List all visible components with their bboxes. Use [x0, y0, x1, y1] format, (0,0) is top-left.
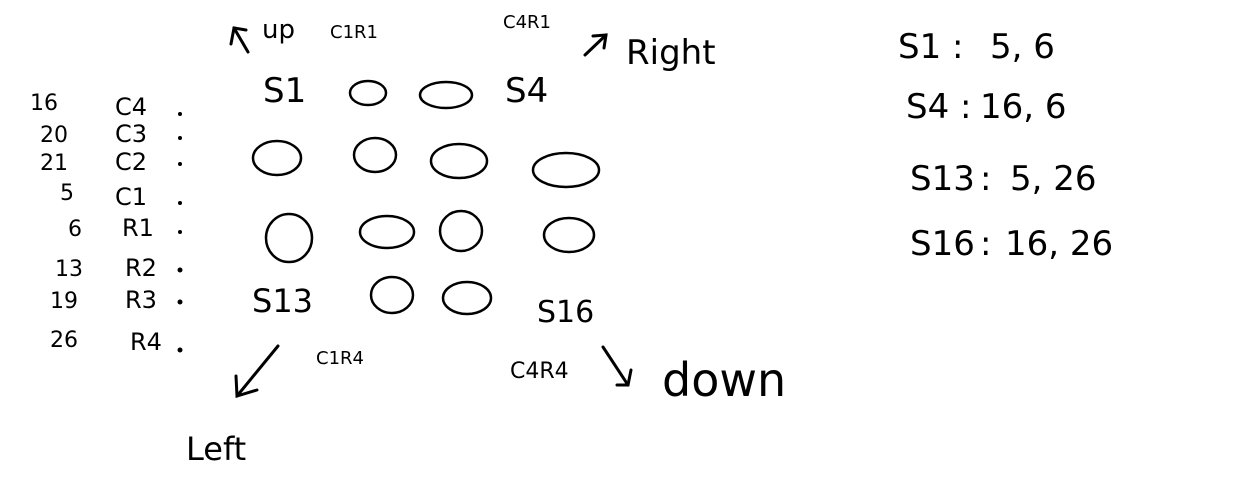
- pin-dot: [177, 299, 183, 305]
- pin-number: 21: [40, 151, 68, 176]
- switch-circle: [352, 136, 398, 174]
- right-corner-label: C4R1: [503, 12, 551, 33]
- switch-circle: [348, 79, 388, 107]
- pin-number: 6: [68, 217, 82, 242]
- pin-dot: [177, 267, 183, 273]
- mapping-pins: 5, 26: [1010, 159, 1097, 199]
- pin-dot: [178, 230, 182, 234]
- switch-label-s16: S16: [537, 295, 594, 330]
- pin-name: C2: [115, 148, 147, 176]
- pin-dot: [177, 347, 183, 353]
- pin-name: R1: [122, 214, 154, 242]
- pin-dot: [178, 136, 182, 140]
- mapping-pins: 5, 6: [990, 27, 1055, 67]
- mapping-row: S4 : 16, 6: [906, 87, 1067, 127]
- pin-row: 19 R3: [50, 286, 183, 314]
- switch-circle: [441, 280, 493, 316]
- pin-row: 16 C4: [30, 91, 182, 121]
- switch-circle: [369, 275, 415, 315]
- switch-circle: [531, 151, 601, 189]
- pin-name: R4: [130, 328, 162, 356]
- pin-name: C1: [115, 183, 147, 211]
- switch-circle: [264, 212, 314, 264]
- mapping-switch: S4: [906, 87, 949, 127]
- pin-number: 13: [55, 257, 83, 282]
- mapping-switch: S13: [910, 159, 975, 199]
- pin-row: 21 C2: [40, 148, 182, 176]
- pin-row: 13 R2: [55, 254, 183, 282]
- mapping-colon: :: [980, 159, 991, 199]
- mapping-row: S1 : 5, 6: [898, 27, 1055, 67]
- mapping-row: S16 : 16, 26: [910, 224, 1113, 264]
- mapping-switch: S16: [910, 224, 975, 264]
- switch-circle: [438, 209, 484, 253]
- switch-label-s13: S13: [252, 282, 313, 320]
- pin-number: 5: [60, 181, 74, 206]
- left-label: Left: [186, 430, 246, 468]
- switch-label-s1: S1: [263, 71, 306, 111]
- mapping-switch: S1: [898, 27, 941, 67]
- pin-number: 26: [50, 328, 78, 353]
- switch-circle: [251, 139, 303, 177]
- down-left-arrow-icon: [234, 344, 280, 398]
- pin-name: C3: [115, 120, 147, 148]
- pin-number: 20: [40, 123, 68, 148]
- pin-dot: [178, 201, 182, 205]
- down-label: down: [662, 353, 786, 407]
- pin-name: R3: [125, 286, 157, 314]
- up-corner-label: C1R1: [330, 22, 378, 43]
- up-arrow-icon: [229, 26, 250, 54]
- mapping-colon: :: [960, 87, 971, 127]
- right-label: Right: [626, 33, 716, 73]
- switch-circle: [358, 214, 416, 250]
- mapping-pins: 16, 6: [980, 87, 1067, 127]
- pin-row: 20 C3: [40, 120, 182, 148]
- switch-grid: S1 S4 S13 S16: [251, 71, 601, 330]
- switch-label-s4: S4: [505, 71, 548, 111]
- switch-circle: [429, 142, 489, 180]
- switch-circle: [542, 216, 596, 254]
- switch-circle: [418, 80, 474, 110]
- pin-name: C4: [115, 93, 147, 121]
- switch-pin-mapping: S1 : 5, 6 S4 : 16, 6 S13 : 5, 26 S16 : 1…: [898, 27, 1113, 264]
- left-corner-label: C1R4: [316, 348, 364, 369]
- pin-name: R2: [125, 254, 157, 282]
- pin-dot: [178, 162, 182, 166]
- pin-row: 6 R1: [68, 214, 182, 242]
- pin-list: 16 C4 20 C3 21 C2 5 C1 6 R1 13 R2: [30, 91, 183, 356]
- up-right-arrow-icon: [583, 33, 608, 57]
- mapping-colon: :: [952, 27, 963, 67]
- pin-dot: [178, 112, 182, 116]
- mapping-colon: :: [980, 224, 991, 264]
- pin-number: 19: [50, 289, 78, 314]
- pin-number: 16: [30, 91, 58, 116]
- up-label: up: [262, 15, 295, 45]
- mapping-pins: 16, 26: [1005, 224, 1113, 264]
- pin-row: 26 R4: [50, 328, 183, 356]
- down-corner-label: C4R4: [510, 359, 569, 384]
- pin-row: 5 C1: [60, 181, 182, 211]
- mapping-row: S13 : 5, 26: [910, 159, 1097, 199]
- down-right-arrow-icon: [601, 345, 633, 387]
